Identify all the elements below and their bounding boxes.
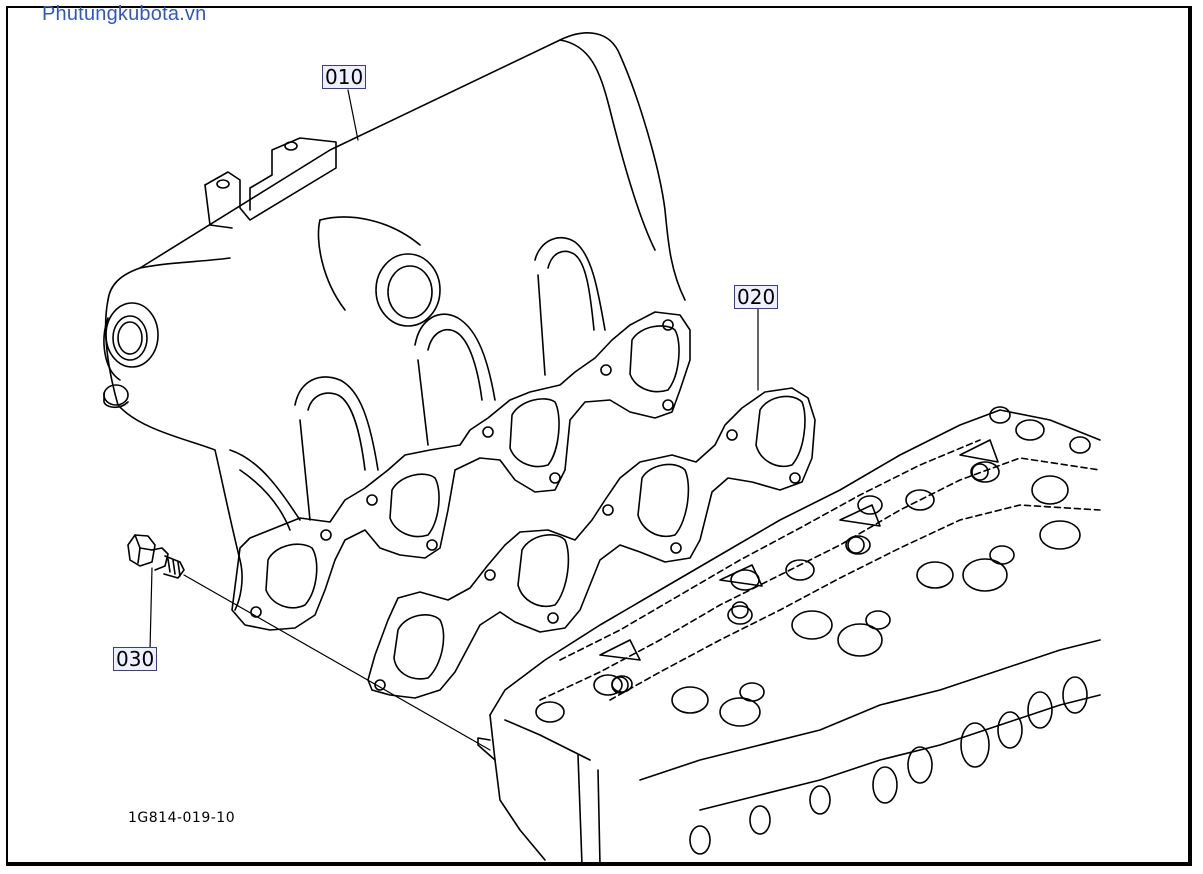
- callout-010-label[interactable]: 010: [322, 65, 367, 89]
- cylinder-head-drawing: [477, 406, 1101, 866]
- manifold-gasket-part[interactable]: [367, 387, 816, 699]
- drawing-number: 1G814-019-10: [128, 810, 236, 826]
- callout-leader-lines: [149, 89, 759, 751]
- flange-bolt-part[interactable]: [127, 534, 185, 579]
- intake-manifold-part[interactable]: [103, 32, 691, 631]
- diagram-frame: [6, 6, 1192, 866]
- callout-030-label[interactable]: 030: [113, 647, 158, 671]
- site-watermark: Phutungkubota.vn: [42, 3, 207, 25]
- callout-020-label[interactable]: 020: [734, 285, 779, 309]
